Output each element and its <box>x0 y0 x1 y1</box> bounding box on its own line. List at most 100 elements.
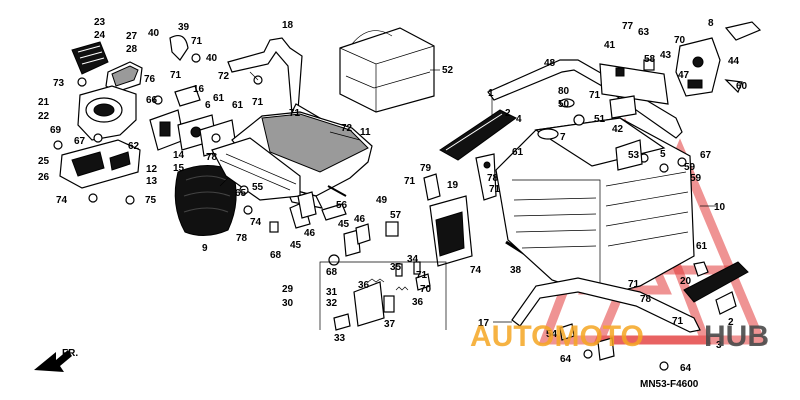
label-36a: 36 <box>358 280 370 291</box>
label-14: 14 <box>173 150 185 161</box>
label-31: 31 <box>326 287 338 298</box>
label-48: 48 <box>544 58 556 69</box>
label-1: 1 <box>488 88 494 99</box>
label-78b: 78 <box>236 233 248 244</box>
label-71f: 71 <box>416 270 428 281</box>
label-20: 20 <box>680 276 692 287</box>
luggage-bag <box>339 27 435 113</box>
label-67a: 67 <box>74 136 86 147</box>
label-74a: 74 <box>56 195 68 206</box>
label-11: 11 <box>360 127 371 138</box>
label-9: 9 <box>202 243 208 254</box>
label-21: 21 <box>38 97 50 108</box>
label-71b: 71 <box>170 70 182 81</box>
label-2: 2 <box>505 108 511 119</box>
label-41: 41 <box>604 40 616 51</box>
label-69: 69 <box>50 125 62 136</box>
label-35: 35 <box>390 262 402 273</box>
label-40a: 40 <box>148 28 160 39</box>
label-49: 49 <box>376 195 388 206</box>
label-3: 3 <box>716 340 722 351</box>
label-34: 34 <box>407 254 419 265</box>
label-19: 19 <box>447 180 459 191</box>
label-80: 80 <box>558 86 570 97</box>
center-left-parts-group <box>149 35 373 233</box>
watermark-logo-text: AUTOMOTO HUB <box>470 320 769 353</box>
label-6: 6 <box>205 100 211 111</box>
label-25: 25 <box>38 156 50 167</box>
label-28: 28 <box>126 44 138 55</box>
label-54: 54 <box>546 329 558 340</box>
label-16: 16 <box>193 84 205 95</box>
label-37: 37 <box>384 319 396 330</box>
label-65: 65 <box>235 188 247 199</box>
label-7: 7 <box>560 132 566 143</box>
watermark-text-hub: HUB <box>704 320 769 353</box>
label-57: 57 <box>390 210 402 221</box>
label-62: 62 <box>128 141 140 152</box>
label-24: 24 <box>94 30 106 41</box>
label-2b: 2 <box>728 317 734 328</box>
diagram-code: MN53-F4600 <box>640 379 699 390</box>
label-56: 56 <box>336 200 348 211</box>
label-fr: FR. <box>62 348 78 359</box>
label-38: 38 <box>510 265 522 276</box>
label-51: 51 <box>594 114 606 125</box>
label-78a: 78 <box>206 152 218 163</box>
label-77: 77 <box>622 21 634 32</box>
label-61d: 61 <box>696 241 708 252</box>
label-17: 17 <box>478 318 490 329</box>
label-27: 27 <box>126 31 138 42</box>
leader-lines <box>219 69 716 323</box>
label-61b: 61 <box>232 100 244 111</box>
label-79: 79 <box>420 163 432 174</box>
label-12: 12 <box>146 164 158 175</box>
label-44: 44 <box>728 56 740 67</box>
label-33: 33 <box>334 333 346 344</box>
label-40b: 40 <box>206 53 218 64</box>
label-71a: 71 <box>191 36 203 47</box>
label-42: 42 <box>612 124 624 135</box>
front-direction-arrow <box>34 350 72 372</box>
label-71c: 71 <box>252 97 264 108</box>
label-72a: 72 <box>218 71 230 82</box>
label-78c: 78 <box>487 173 499 184</box>
label-46a: 46 <box>304 228 316 239</box>
label-23: 23 <box>94 17 106 28</box>
label-18: 18 <box>282 20 294 31</box>
label-5: 5 <box>660 149 666 160</box>
trunk-assembly <box>439 21 762 371</box>
label-64a: 64 <box>560 354 572 365</box>
left-parts-group <box>53 41 237 236</box>
label-78d: 78 <box>640 294 652 305</box>
label-50: 50 <box>558 99 570 110</box>
label-71h: 71 <box>589 90 601 101</box>
label-71i: 71 <box>628 279 640 290</box>
label-22: 22 <box>38 111 50 122</box>
label-13: 13 <box>146 176 158 187</box>
label-60: 60 <box>736 81 748 92</box>
label-46b: 46 <box>354 214 366 225</box>
label-8: 8 <box>708 18 714 29</box>
label-43: 43 <box>660 50 672 61</box>
label-59b: 59 <box>690 173 702 184</box>
label-72b: 72 <box>341 123 353 134</box>
label-61a: 61 <box>213 93 225 104</box>
label-64b: 64 <box>680 363 692 374</box>
label-71d: 71 <box>289 108 301 119</box>
label-68b: 68 <box>326 267 338 278</box>
label-70b: 70 <box>674 35 686 46</box>
label-68a: 68 <box>270 250 282 261</box>
label-66: 66 <box>146 95 158 106</box>
label-74c: 74 <box>470 265 482 276</box>
label-71g: 71 <box>489 184 501 195</box>
label-74b: 74 <box>250 217 262 228</box>
label-63: 63 <box>638 27 650 38</box>
part-labels: 23 24 27 28 40 39 71 40 18 73 76 71 72 2… <box>38 17 748 390</box>
label-70a: 70 <box>420 284 432 295</box>
label-53: 53 <box>628 150 640 161</box>
label-45a: 45 <box>290 240 302 251</box>
label-26: 26 <box>38 172 50 183</box>
label-61c: 61 <box>512 147 524 158</box>
